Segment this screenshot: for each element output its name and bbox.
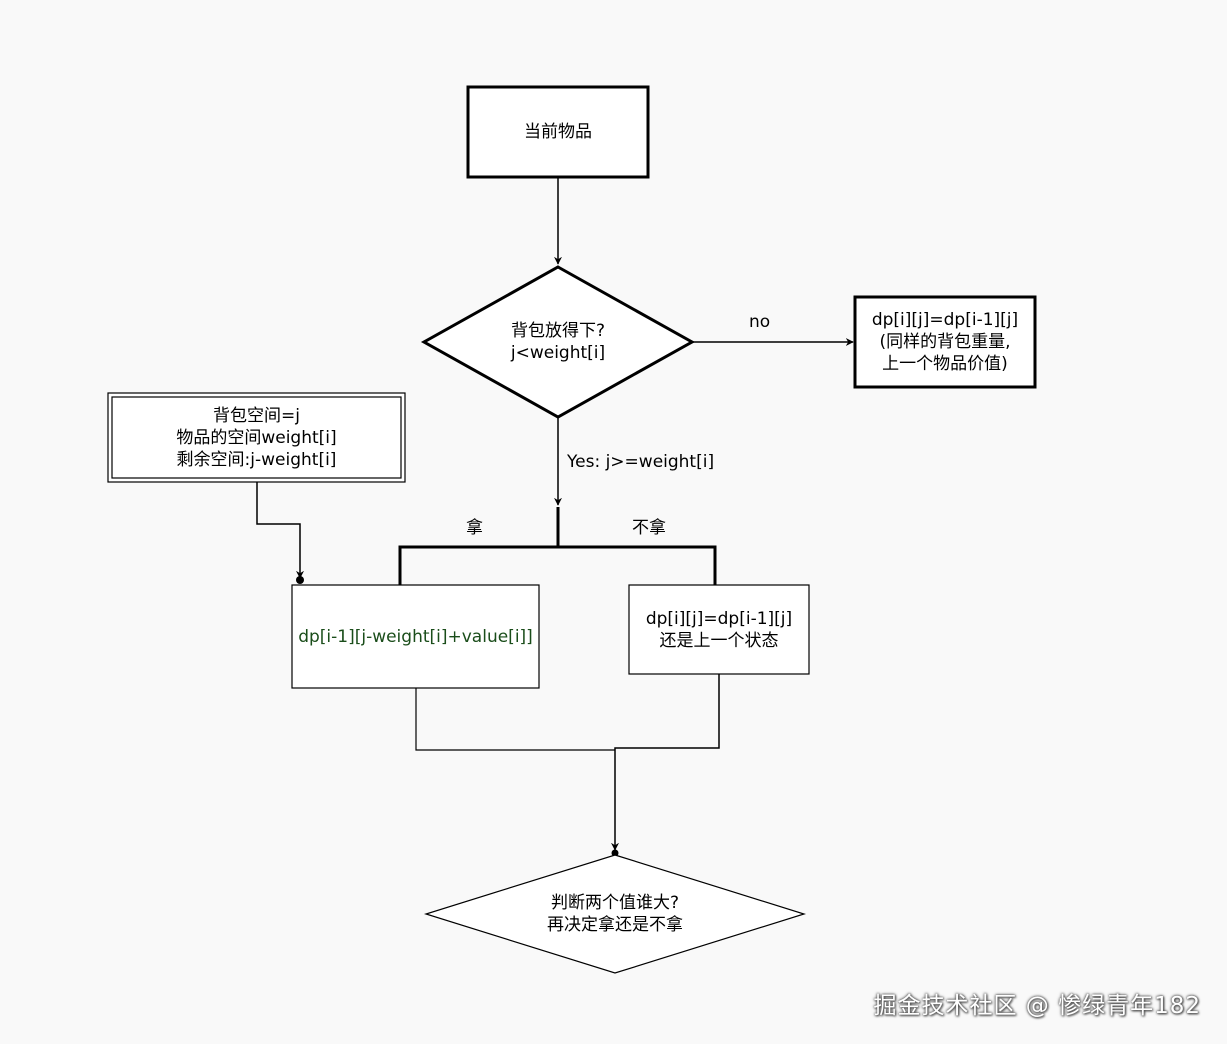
info-box-inner xyxy=(111,396,402,479)
take-box-label: dp[i-1][j-weight[i]+value[i]] xyxy=(292,585,539,688)
final-decision-line1: 判断两个值谁大? xyxy=(550,893,680,913)
take-box-text: dp[i-1][j-weight[i]+value[i]] xyxy=(298,626,533,647)
no-result-line1: dp[i][j]=dp[i-1][j] xyxy=(871,310,1019,330)
no-result-box[interactable] xyxy=(853,295,1037,389)
not-take-line2: 还是上一个状态 xyxy=(659,630,779,651)
no-result-line2: (同样的背包重量, xyxy=(879,332,1011,352)
fits-decision-line2: j<weight[i] xyxy=(510,343,606,363)
edge-not-take-label: 不拿 xyxy=(632,518,666,538)
no-result-label: dp[i][j]=dp[i-1][j] (同样的背包重量, 上一个物品价值) xyxy=(855,297,1035,387)
info-box-label: 背包空间=j 物品的空间weight[i] 剩余空间:j-weight[i] xyxy=(108,393,405,482)
edge-no-label: no xyxy=(749,312,771,332)
current-item-label: 当前物品 xyxy=(468,87,648,177)
current-item-text: 当前物品 xyxy=(524,122,592,142)
final-decision-diamond[interactable] xyxy=(423,854,807,974)
edge-yes-label: Yes: j>=weight[i] xyxy=(567,452,715,472)
not-take-box-label: dp[i][j]=dp[i-1][j] 还是上一个状态 xyxy=(629,585,809,674)
edge-take-label: 拿 xyxy=(466,518,483,538)
edge-info-endpoint xyxy=(296,576,304,584)
edge-info-to-take xyxy=(256,482,304,579)
info-box-line3: 剩余空间:j-weight[i] xyxy=(176,449,337,470)
fits-decision-label: 背包放得下? j<weight[i] xyxy=(474,308,642,376)
final-decision-line2: 再决定拿还是不拿 xyxy=(547,915,683,935)
watermark: 掘金技术社区 @ 惨绿青年182 xyxy=(873,993,1201,1019)
info-box-outer[interactable] xyxy=(107,392,406,483)
info-box-line2: 物品的空间weight[i] xyxy=(176,427,337,448)
info-box-line1: 背包空间=j xyxy=(213,405,300,426)
no-result-line3: 上一个物品价值) xyxy=(882,354,1008,374)
edge-merge-endpoint xyxy=(611,849,619,857)
not-take-box[interactable] xyxy=(628,584,810,675)
edge-not-take-merge xyxy=(611,674,720,851)
current-item-box[interactable] xyxy=(466,85,650,179)
not-take-line1: dp[i][j]=dp[i-1][j] xyxy=(645,608,793,629)
branch-bracket xyxy=(398,507,717,585)
fits-decision-line1: 背包放得下? xyxy=(510,321,606,341)
edge-take-merge xyxy=(415,688,615,751)
final-decision-label: 判断两个值谁大? 再决定拿还是不拿 xyxy=(495,890,735,938)
